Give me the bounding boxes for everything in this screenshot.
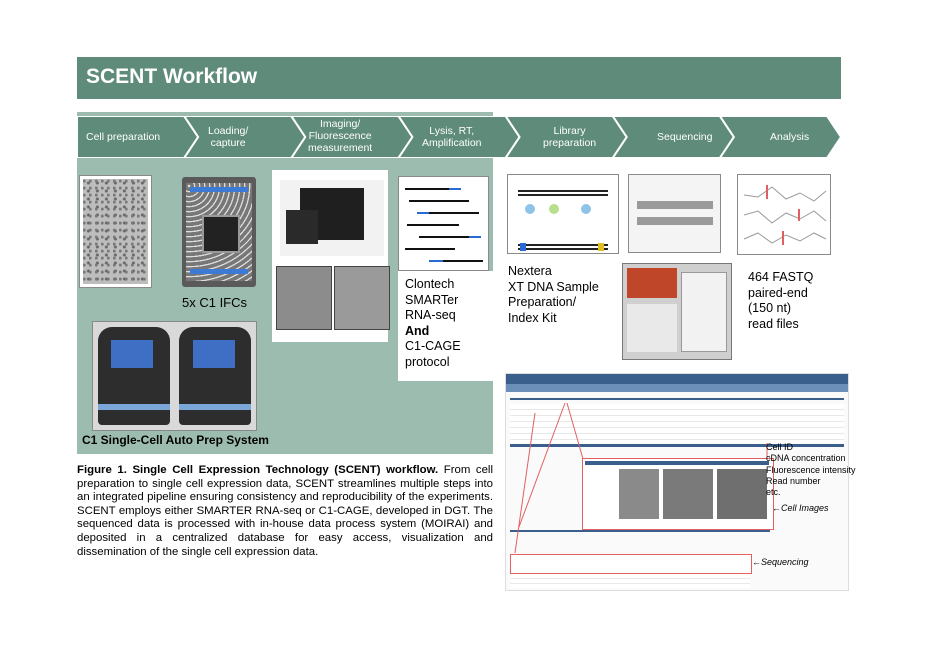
step-label-loading: Loading/ capture: [208, 125, 249, 149]
library-schematic: [507, 174, 619, 254]
cell-images-annotation: ←Cell Images: [772, 503, 829, 513]
c1-system-label: C1 Single-Cell Auto Prep System: [82, 433, 269, 447]
sequencer-photo: [622, 263, 732, 360]
cell-image-brightfield: [276, 266, 332, 330]
page-title: SCENT Workflow: [86, 65, 258, 88]
step-label-lysis: Lysis, RT, Amplification: [422, 125, 482, 149]
imager-photo: [280, 180, 384, 256]
nextera-label: Nextera XT DNA Sample Preparation/ Index…: [508, 264, 599, 325]
workflow-chevron: [718, 116, 841, 158]
workflow-chevron: [290, 116, 414, 158]
rt-schematic: [398, 176, 489, 271]
workflow-chevron: [182, 116, 307, 158]
analysis-plot-image: [737, 174, 831, 255]
workflow-chevron: [504, 116, 628, 158]
protocol-text-panel: [398, 271, 493, 381]
sequencing-label: Sequencing: [761, 557, 809, 567]
step-label-library: Library preparation: [543, 125, 597, 149]
clontech-label: Clontech SMARTer RNA-seq: [405, 277, 459, 322]
database-fields-label: Cell ID cDNA concentration Fluorescence …: [766, 442, 856, 498]
title-bar: SCENT Workflow: [77, 57, 841, 99]
caption-body: From cell preparation to single cell exp…: [77, 464, 493, 558]
step-label-sequencing: Sequencing: [657, 131, 713, 143]
workflow-arrows: [77, 116, 841, 158]
and-label: And: [405, 324, 430, 338]
flowcell-image: [628, 174, 721, 253]
figure-caption: Figure 1. Single Cell Expression Technol…: [77, 464, 493, 559]
c1-system-photo: [92, 321, 257, 431]
workflow-chevron: [611, 116, 736, 158]
step-label-analysis: Analysis: [770, 131, 810, 143]
caption-title: Figure 1. Single Cell Expression Technol…: [77, 464, 439, 476]
fastq-label: 464 FASTQ paired-end (150 nt) read files: [748, 270, 814, 331]
ifc-label: 5x C1 IFCs: [182, 295, 248, 310]
imaging-panel: [272, 170, 390, 342]
ifc-chip-photo: [182, 177, 256, 287]
c1cage-label: C1-CAGE protocol: [405, 339, 461, 369]
annotation-connectors: [514, 402, 768, 554]
step-label-cell-preparation: Cell preparation: [86, 131, 161, 143]
workflow-chevron: [397, 116, 521, 158]
cell-micrograph: [79, 175, 152, 288]
cell-image-fluorescence: [334, 266, 390, 330]
amplification-lines: [405, 188, 483, 262]
step-label-imaging: Imaging/ Fluorescence measurement: [308, 118, 373, 154]
sequencing-annotation: ←Sequencing: [752, 557, 809, 567]
cell-images-label: Cell Images: [781, 503, 829, 513]
